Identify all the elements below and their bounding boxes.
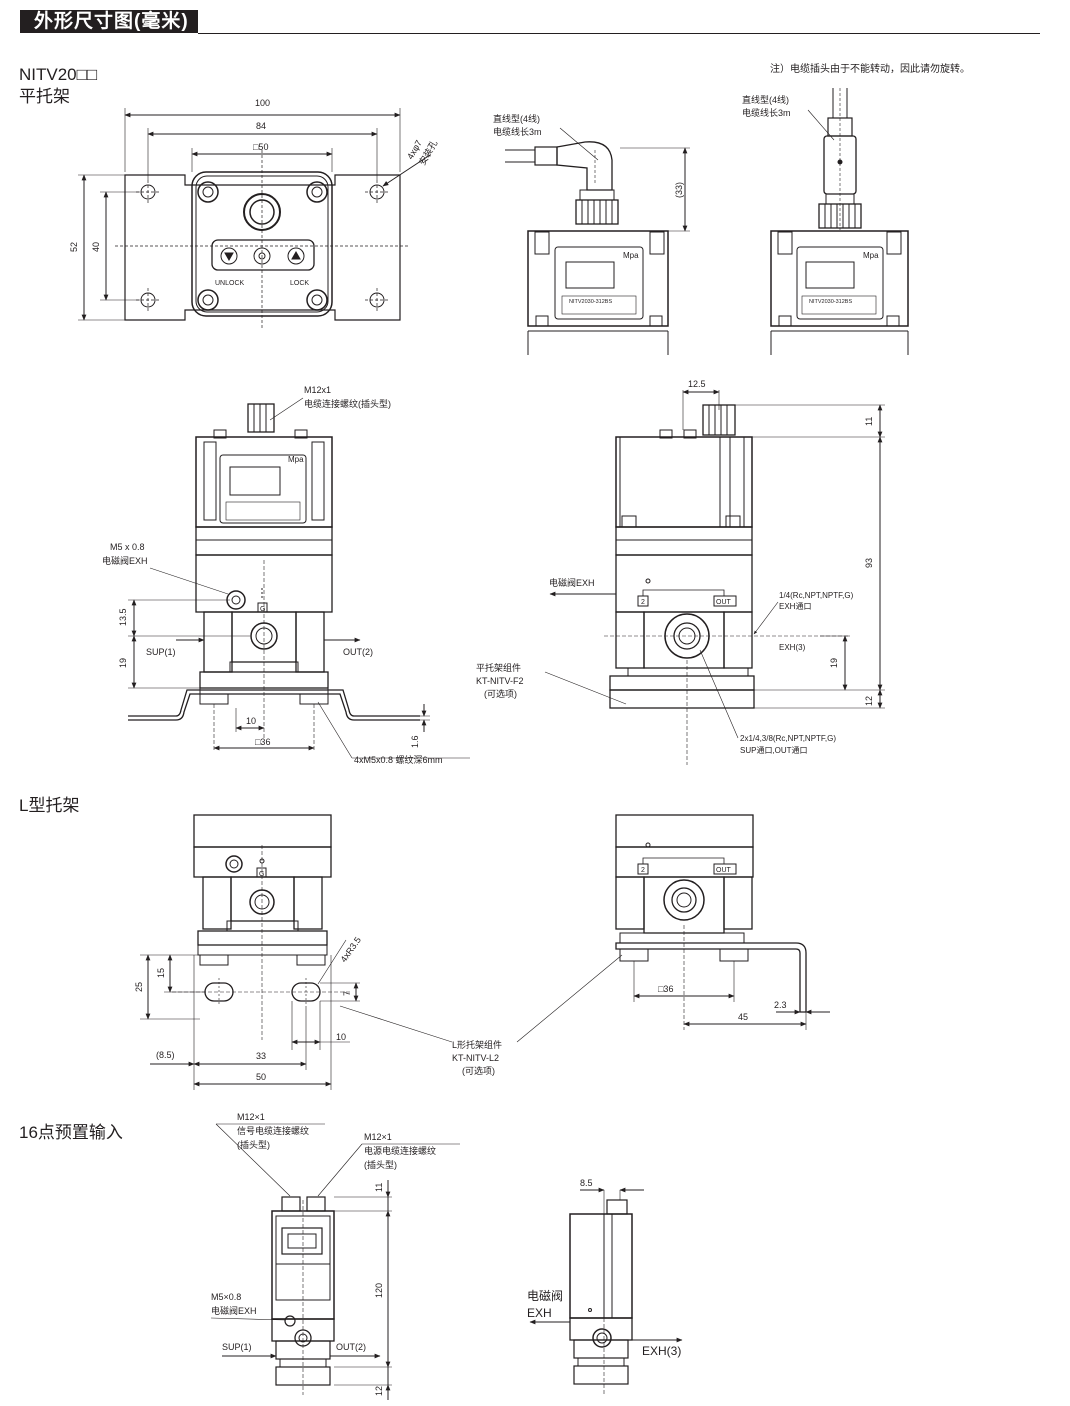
straight-type: 直线型(4线) xyxy=(742,94,789,105)
l-bracket-front: G 4xR3.5 15 25 7 10 (8.5) xyxy=(134,814,363,1090)
side-sup-note: 2x1/4,3/8(Rc,NPT,NPTF,G) xyxy=(740,734,836,743)
dim-50: □50 xyxy=(253,142,268,152)
l-bracket-label: L型托架 xyxy=(19,796,80,815)
preset-dim-12: 12 xyxy=(374,1386,384,1396)
dim-36: □36 xyxy=(255,737,270,747)
elbow-type: 直线型(4线) xyxy=(493,113,540,124)
out-label: OUT(2) xyxy=(343,647,373,657)
flat-bracket-label: 平托架 xyxy=(19,87,70,106)
l-side-port-2: 2 xyxy=(641,867,645,874)
l-side-dim-36: □36 xyxy=(658,984,673,994)
title-rule xyxy=(198,33,1040,34)
straight-length: 电缆线长3m xyxy=(742,107,791,118)
side-dim-12: 12 xyxy=(864,696,874,706)
dim-40: 40 xyxy=(91,242,101,252)
l-dim-25: 25 xyxy=(134,982,144,992)
l-dim-8-5: (8.5) xyxy=(156,1050,175,1060)
preset-front: M12×1 信号电缆连接螺纹 (插头型) M12×1 电源电缆连接螺纹 (插头型… xyxy=(210,1112,460,1400)
straight-mpa: Mpa xyxy=(863,251,879,260)
dim-100: 100 xyxy=(255,98,270,108)
l-dim-10: 10 xyxy=(336,1032,346,1042)
l-dim-33: 33 xyxy=(256,1051,266,1061)
l-side-dim-2-3: 2.3 xyxy=(774,1000,787,1010)
page-title: 外形尺寸图(毫米) xyxy=(20,10,198,33)
side-exh-valve: 电磁阀EXH xyxy=(549,577,595,588)
elbow-cable-view: 直线型(4线) 电缆线长3m Mpa NITV2030-312BS (33) xyxy=(493,113,690,355)
m12-label: M12x1 xyxy=(304,385,331,395)
dim-12-5: 12.5 xyxy=(688,379,706,389)
l-kit-opt: (可选项) xyxy=(462,1065,495,1076)
preset-m12a: M12×1 xyxy=(237,1112,265,1122)
sup-label: SUP(1) xyxy=(146,647,176,657)
note-text: 注）电缆插头由于不能转动，因此请勿旋转。 xyxy=(770,62,970,75)
preset-m5: M5×0.8 xyxy=(211,1292,241,1302)
dim-52: 52 xyxy=(69,242,79,252)
side-exh-port: EXH通口 xyxy=(779,601,811,611)
l-r35: 4xR3.5 xyxy=(338,935,363,964)
l-dim-50: 50 xyxy=(256,1072,266,1082)
l-bracket-side: 2 OUT □36 2.3 45 L形托架组件 KT-NITV-L2 (可选项) xyxy=(339,814,830,1076)
dim-33: (33) xyxy=(674,182,684,198)
m12-desc: 电缆连接螺纹(插头型) xyxy=(304,398,391,409)
straight-nameplate: NITV2030-312BS xyxy=(809,299,852,305)
flat-kit-opt: (可选项) xyxy=(484,688,517,699)
dim-1-6: 1.6 xyxy=(410,735,420,748)
preset-side: 8.5 电磁阀 EXH EXH(3) xyxy=(527,1178,683,1395)
elbow-length: 电缆线长3m xyxy=(493,126,542,137)
dim-10: 10 xyxy=(246,716,256,726)
unlock-label: UNLOCK xyxy=(215,280,245,287)
dim-19: 19 xyxy=(118,658,128,668)
preset-m5-desc: 电磁阀EXH xyxy=(211,1305,257,1316)
flat-kit-name: 平托架组件 xyxy=(476,662,521,673)
l-side-dim-45: 45 xyxy=(738,1012,748,1022)
side-dim-19: 19 xyxy=(829,658,839,668)
preset-m12a-desc1: 信号电缆连接螺纹 xyxy=(237,1125,309,1136)
l-side-port-out: OUT xyxy=(716,867,732,874)
model-label: NITV20□□ xyxy=(19,65,98,84)
elbow-mpa: Mpa xyxy=(623,251,639,260)
preset-dim-11: 11 xyxy=(374,1183,384,1192)
preset-side-exh3: EXH(3) xyxy=(642,1344,681,1358)
preset-side-exh-valve2: EXH xyxy=(527,1306,552,1320)
side-dim-11: 11 xyxy=(864,417,874,426)
preset-side-exh-valve1: 电磁阀 xyxy=(527,1288,563,1303)
preset-out: OUT(2) xyxy=(336,1342,366,1352)
front-port-g: G xyxy=(260,606,265,613)
l-dim-7: 7 xyxy=(342,991,352,996)
dim-13-5: 13.5 xyxy=(118,608,128,626)
front-view: M12x1 电缆连接螺纹(插头型) Mpa G M5 x 0.8 电磁 xyxy=(102,385,470,765)
preset-sup: SUP(1) xyxy=(222,1342,252,1352)
lock-label: LOCK xyxy=(290,280,309,287)
l-kit-name: L形托架组件 xyxy=(452,1039,502,1050)
elbow-nameplate: NITV2030-312BS xyxy=(569,299,612,305)
m5-label: M5 x 0.8 xyxy=(110,542,145,552)
front-mpa: Mpa xyxy=(288,455,304,464)
screw-label: 4xM5x0.8 螺纹深6mm xyxy=(354,754,443,765)
l-port-g: G xyxy=(259,871,264,878)
straight-cable-view: 直线型(4线) 电缆线长3m Mpa NITV2030-312BS xyxy=(742,88,909,355)
l-kit-code: KT-NITV-L2 xyxy=(452,1053,499,1063)
preset-side-dim-8-5: 8.5 xyxy=(580,1178,593,1188)
side-exh3: EXH(3) xyxy=(779,643,806,652)
side-sup-port: SUP通口,OUT通口 xyxy=(740,745,808,755)
preset-input-label: 16点预置输入 xyxy=(19,1123,123,1142)
dim-84: 84 xyxy=(256,121,266,131)
side-port-2: 2 xyxy=(641,599,645,606)
side-dim-93: 93 xyxy=(864,558,874,568)
side-port-note: 1/4(Rc,NPT,NPTF,G) xyxy=(779,591,854,600)
side-port-out: OUT xyxy=(716,599,732,606)
flat-kit-code: KT-NITV-F2 xyxy=(476,676,524,686)
side-view: 12.5 2 OUT 11 93 12 xyxy=(476,379,885,765)
top-view: UNLOCK LOCK 100 84 □50 52 40 4xφ7 安装孔 xyxy=(69,98,439,330)
m5-desc: 电磁阀EXH xyxy=(102,555,148,566)
preset-m12b-desc1: 电源电缆连接螺纹 xyxy=(364,1145,436,1156)
l-dim-15: 15 xyxy=(156,968,166,978)
preset-m12b: M12×1 xyxy=(364,1132,392,1142)
preset-dim-120: 120 xyxy=(374,1283,384,1298)
preset-m12b-desc2: (插头型) xyxy=(364,1159,397,1170)
preset-m12a-desc2: (插头型) xyxy=(237,1139,270,1150)
